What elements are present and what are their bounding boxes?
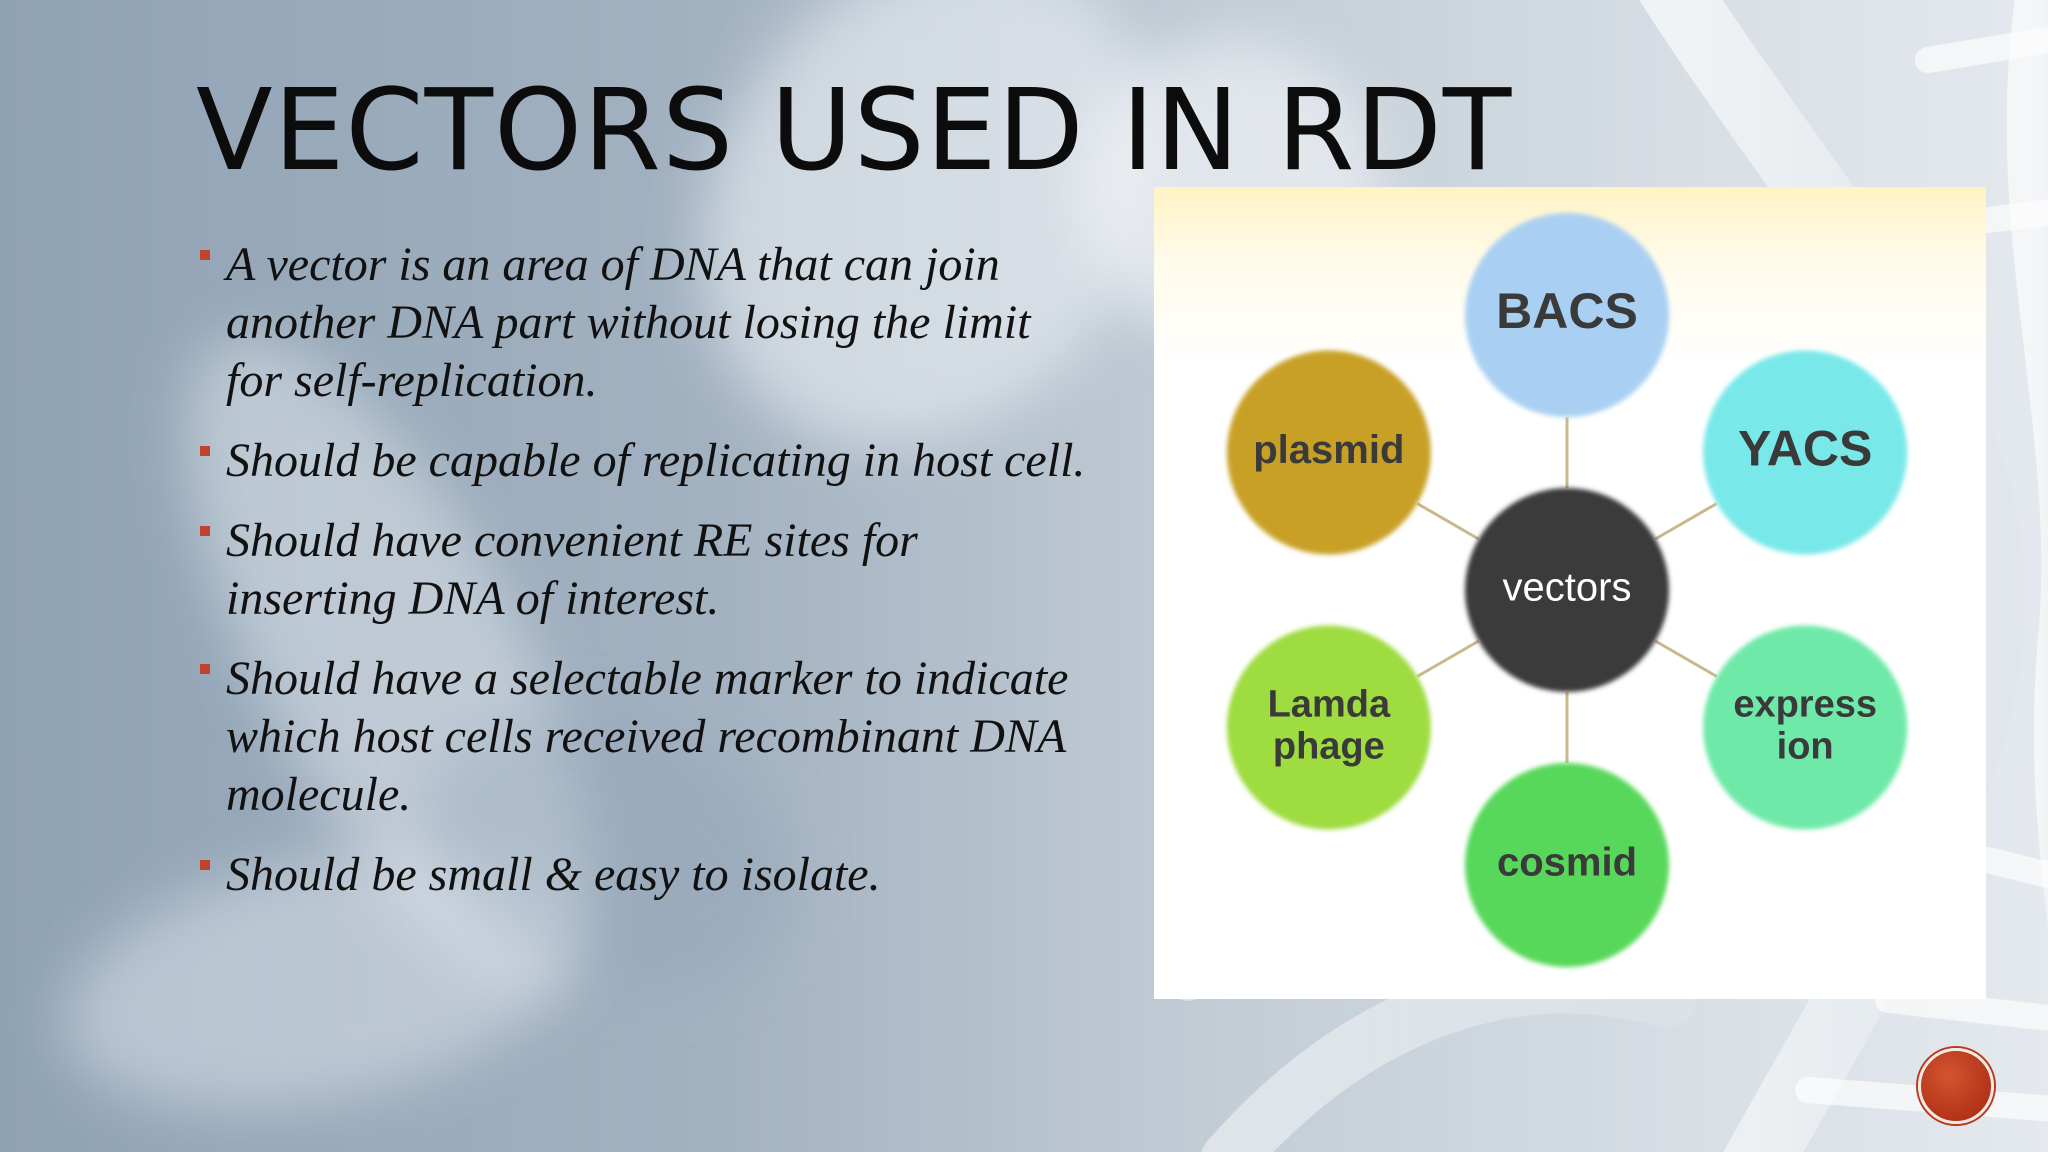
bullet-text: Should be small & easy to isolate. [226,848,881,901]
bullet-marker [200,446,210,456]
node-label-bacs: BACS [1496,283,1638,339]
bullet-item: Should be capable of replicating in host… [196,432,1096,490]
node-plasmid: plasmid [1226,350,1431,555]
bullet-marker [200,860,210,870]
node-circle-cosmid [1465,763,1669,967]
node-yacs: YACS [1703,350,1908,555]
bullet-marker [200,664,210,674]
node-label-expression: express [1733,684,1877,726]
node-cosmid: cosmid [1465,763,1669,967]
connector-yacs [1654,502,1718,541]
connector-plasmid [1416,502,1480,541]
node-circle-expression [1703,625,1908,830]
node-circle-bacs [1465,213,1669,417]
slide-number-badge [1918,1048,1994,1124]
node-bacs: BACS [1465,213,1669,417]
bullet-text: Should have convenient RE sites for inse… [226,514,918,625]
node-label-lamda-phage: phage [1273,726,1385,768]
bullet-item: Should have a selectable marker to indic… [196,650,1096,824]
node-label-plasmid: plasmid [1253,428,1404,472]
bullet-marker [200,526,210,536]
bullet-item: Should have convenient RE sites for inse… [196,512,1096,628]
slide-title: VECTORS USED IN RDT [196,66,1513,196]
bullet-text: A vector is an area of DNA that can join… [226,238,1031,407]
node-circle-lamda-phage [1226,625,1431,830]
bullet-marker [200,250,210,260]
node-label-yacs: YACS [1738,421,1872,477]
bullet-text: Should have a selectable marker to indic… [226,652,1069,821]
bullet-item: Should be small & easy to isolate. [196,846,1096,904]
node-label-expression: ion [1777,726,1834,768]
center-circle [1465,488,1669,692]
bullet-list: A vector is an area of DNA that can join… [196,236,1096,926]
connector-lamda-phage [1416,639,1480,678]
bullet-text: Should be capable of replicating in host… [226,434,1086,487]
connector-expression [1654,639,1718,678]
node-vectors-center: vectors [1465,488,1669,692]
center-label: vectors [1503,566,1632,610]
node-label-lamda-phage: Lamda [1268,684,1391,726]
node-circle-yacs [1703,350,1908,555]
node-label-cosmid: cosmid [1497,841,1637,885]
bullet-item: A vector is an area of DNA that can join… [196,236,1096,410]
node-circle-plasmid [1226,350,1431,555]
